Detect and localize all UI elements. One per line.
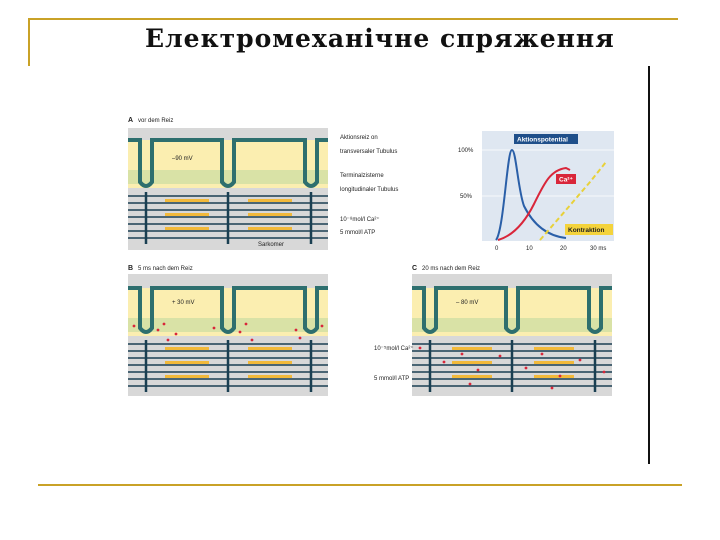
- panel-c-label-1: 10⁻⁵mol/l Ca²⁺: [374, 345, 414, 352]
- panel-a-terminal-cistern: [128, 170, 328, 184]
- chart-x-tick-30: 30 ms: [590, 246, 606, 252]
- slide-title: Електромеханічне спряження: [145, 24, 615, 53]
- timing-chart: 100% 50% 0 10 20 30 ms Aktionspotential …: [458, 131, 614, 252]
- panel-b-z-lines: [144, 340, 313, 392]
- legend-ca: Ca²⁺: [559, 177, 573, 184]
- vertical-divider: [648, 66, 650, 464]
- panel-c-t-tubules: [412, 286, 612, 334]
- chart-y-tick-100: 100%: [458, 148, 474, 154]
- panel-c-label-2: 5 mmol/l ATP: [374, 376, 409, 382]
- panel-a-label-3: Terminalzisterne: [340, 173, 384, 179]
- panel-b: B 5 ms nach dem Reiz + 30 mV: [128, 265, 328, 396]
- chart-x-tick-0: 0: [495, 246, 499, 252]
- panel-c-caption: 20 ms nach dem Reiz: [422, 266, 480, 272]
- chart-x-tick-10: 10: [526, 246, 533, 252]
- panel-a-label-5: 10⁻⁸mol/l Ca²⁺: [340, 216, 380, 223]
- panel-b-myosin: [165, 347, 292, 378]
- panel-a-bottom-label: Sarkomer: [258, 242, 284, 248]
- panel-c-myosin: [452, 347, 574, 378]
- panel-b-caption: 5 ms nach dem Reiz: [138, 266, 193, 272]
- chart-plot-area: [482, 131, 614, 241]
- panel-b-terminal-cistern: [128, 318, 328, 332]
- panel-c-calcium-dots: [418, 346, 606, 390]
- frame-top-line: [28, 18, 678, 20]
- legend-kontraktion: Kontraktion: [568, 227, 605, 234]
- panel-c-z-lines: [428, 340, 597, 392]
- panel-c: C 20 ms nach dem Reiz – 80 mV 10⁻⁵mol/l …: [374, 265, 612, 396]
- legend-kontraktion-box: [565, 224, 613, 235]
- frame-bottom-line: [38, 484, 682, 486]
- panel-a-label-4: longitudinaler Tubulus: [340, 187, 398, 193]
- legend-aktionspotential-box: [514, 134, 578, 144]
- panel-c-label: C: [412, 265, 417, 272]
- panel-a-label-1: Aktionsreiz on: [340, 135, 378, 141]
- series-ca: [497, 166, 571, 241]
- panel-a-voltage: –90 mV: [172, 156, 193, 162]
- panel-a-z-lines: [144, 192, 313, 244]
- panel-a: A vor dem Reiz –90 mV Sarkomer Aktionsre…: [128, 117, 398, 250]
- panel-b-label: B: [128, 265, 133, 272]
- series-kontraktion: [539, 161, 607, 241]
- legend-aktionspotential: Aktionspotential: [517, 137, 568, 144]
- panel-c-voltage: – 80 mV: [456, 300, 478, 306]
- chart-x-tick-20: 20: [560, 246, 567, 252]
- panel-a-label-6: 5 mmol/l ATP: [340, 230, 375, 236]
- legend-ca-box: [556, 174, 576, 184]
- panel-a-myosin: [165, 199, 292, 230]
- panel-c-terminal-cistern: [412, 318, 612, 332]
- panel-b-t-tubules: [128, 286, 328, 334]
- panel-a-caption: vor dem Reiz: [138, 118, 173, 124]
- panel-a-label-2: transversaler Tubulus: [340, 149, 397, 155]
- panel-a-label: A: [128, 117, 133, 124]
- chart-y-tick-50: 50%: [460, 194, 473, 200]
- panel-b-calcium-dots: [132, 322, 324, 342]
- panel-a-t-tubules: [128, 138, 328, 188]
- panel-b-voltage: + 30 mV: [172, 300, 195, 306]
- series-aktionspotential: [495, 148, 567, 241]
- frame-left-line: [28, 18, 30, 66]
